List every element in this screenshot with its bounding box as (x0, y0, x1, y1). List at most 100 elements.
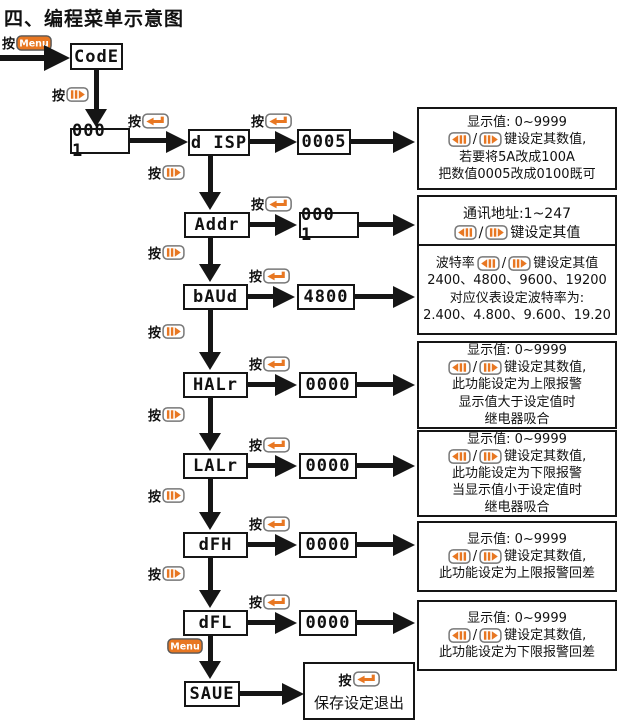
press-text: 按 (148, 247, 162, 262)
display-menu-save: SAUE (184, 681, 240, 707)
press-next-label: 按 (148, 163, 185, 182)
arrow-head (275, 455, 297, 477)
next-key-icon (479, 449, 502, 464)
arrow-head (199, 192, 221, 210)
arrow-head (273, 286, 295, 308)
press-enter-label: 按 (338, 670, 379, 689)
arrow-line (359, 222, 393, 227)
press-next-label: 按 (148, 486, 185, 505)
prev-key-icon (448, 449, 471, 464)
note-box-baud: 波特率 / 键设定其值 2400、4800、9600、19200 对应仪表设定波… (417, 244, 617, 335)
next-key-icon (162, 324, 185, 339)
menu-key-icon (167, 638, 203, 654)
note-keys-line: / 键设定其数值, (448, 548, 586, 565)
key-separator: / (472, 448, 478, 464)
note-line: 若要将5A改成100A (459, 149, 575, 165)
arrow-line (357, 463, 393, 468)
arrow-head (85, 109, 107, 127)
press-text: 按 (148, 409, 162, 424)
note-line: 把数值0005改成0100既可 (438, 166, 596, 182)
arrow-line (240, 691, 282, 696)
enter-key-icon (263, 268, 290, 284)
press-enter-label: 按 (249, 514, 290, 533)
note-line: 显示值: 0~9999 (467, 115, 567, 131)
note-box-halr: 显示值: 0~9999 / 键设定其数值, 此功能设定为上限报警 显示值大于设定… (417, 341, 617, 429)
display-menu-addr: Addr (184, 212, 250, 238)
note-keys-suffix: 键设定其数值, (504, 448, 587, 464)
press-text: 按 (251, 115, 265, 130)
arrow-head (199, 352, 221, 370)
press-enter-label: 按 (249, 435, 290, 454)
note-line: 此功能设定为上限报警回差 (438, 566, 595, 582)
display-value-dfh: 0000 (299, 532, 357, 558)
page-title: 四、编程菜单示意图 (4, 8, 185, 30)
display-menu-dfh: dFH (183, 532, 248, 558)
arrow-line (208, 238, 213, 266)
next-key-icon (66, 87, 89, 102)
arrow-head (275, 534, 297, 556)
arrow-line (248, 620, 275, 625)
arrow-head (199, 264, 221, 282)
note-keys-suffix: 键设定其值 (533, 256, 599, 272)
note-keys-line: / 键设定其数值, (448, 131, 586, 148)
note-keys-line: / 键设定其数值, (448, 359, 586, 376)
arrow-head (393, 534, 415, 556)
next-key-icon (162, 407, 185, 422)
next-key-icon (485, 225, 508, 240)
arrow-line (94, 69, 99, 111)
press-enter-label: 按 (251, 194, 292, 213)
arrow-line (351, 139, 393, 144)
arrow-head (275, 214, 297, 236)
note-line: 此功能设定为下限报警回差 (438, 645, 595, 661)
press-text: 按 (128, 115, 142, 130)
arrow-line (208, 558, 213, 592)
arrow-head (393, 612, 415, 634)
enter-key-icon (353, 671, 380, 687)
note-box-lalr: 显示值: 0~9999 / 键设定其数值, 此功能设定为下限报警 当显示值小于设… (417, 430, 617, 517)
press-enter-label: 按 (249, 354, 290, 373)
enter-key-icon (263, 516, 290, 532)
arrow-line (250, 222, 275, 227)
press-text: 按 (249, 358, 263, 373)
next-key-icon (479, 628, 502, 643)
display-value-addr: 000 1 (299, 205, 359, 245)
arrow-line (248, 463, 275, 468)
next-key-icon (479, 360, 502, 375)
arrow-line (208, 310, 213, 354)
arrow-head (393, 286, 415, 308)
press-text: 按 (2, 37, 16, 52)
arrow-head (166, 131, 188, 153)
arrow-line (208, 398, 213, 435)
arrow-line (130, 138, 166, 143)
press-enter-label: 按 (249, 266, 290, 285)
display-menu-baud: bAUd (183, 284, 248, 310)
arrow-line (208, 636, 213, 663)
press-text: 按 (249, 270, 263, 285)
note-line: 对应仪表设定波特率为: (449, 290, 585, 306)
note-line: 此功能设定为下限报警 (451, 465, 582, 481)
press-next-label: 按 (148, 322, 185, 341)
arrow-head (393, 455, 415, 477)
display-menu-disp: d ISP (188, 129, 250, 156)
next-key-icon (162, 245, 185, 260)
press-text: 按 (251, 198, 265, 213)
arrow-head (393, 374, 415, 396)
press-next-label: 按 (148, 564, 185, 583)
key-separator: / (501, 256, 507, 272)
arrow-head (393, 131, 415, 153)
note-keys-line: / 键设定其数值, (448, 448, 587, 465)
key-separator: / (478, 224, 484, 241)
arrow-line (248, 542, 275, 547)
press-next-label: 按 (52, 85, 89, 104)
display-value-lalr: 0000 (299, 453, 357, 479)
next-key-icon (162, 566, 185, 581)
press-text: 按 (148, 568, 162, 583)
arrow-line (250, 139, 275, 144)
note-line: 继电器吸合 (484, 411, 550, 427)
press-enter-label: 按 (249, 592, 290, 611)
press-menu-label: 按 (2, 33, 52, 52)
note-line: 显示值: 0~9999 (467, 343, 567, 359)
arrow-line (0, 55, 44, 61)
press-text: 按 (148, 326, 162, 341)
